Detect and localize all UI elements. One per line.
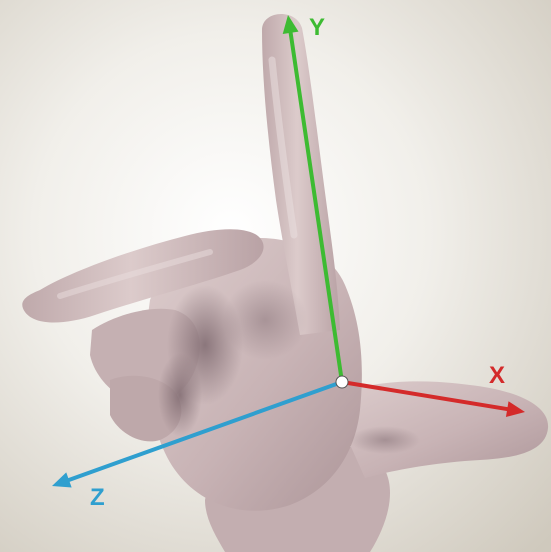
z-axis-label: Z: [90, 484, 105, 511]
x-axis-label: X: [489, 362, 505, 389]
origin-point: [336, 376, 348, 388]
y-axis-label: Y: [309, 14, 325, 41]
